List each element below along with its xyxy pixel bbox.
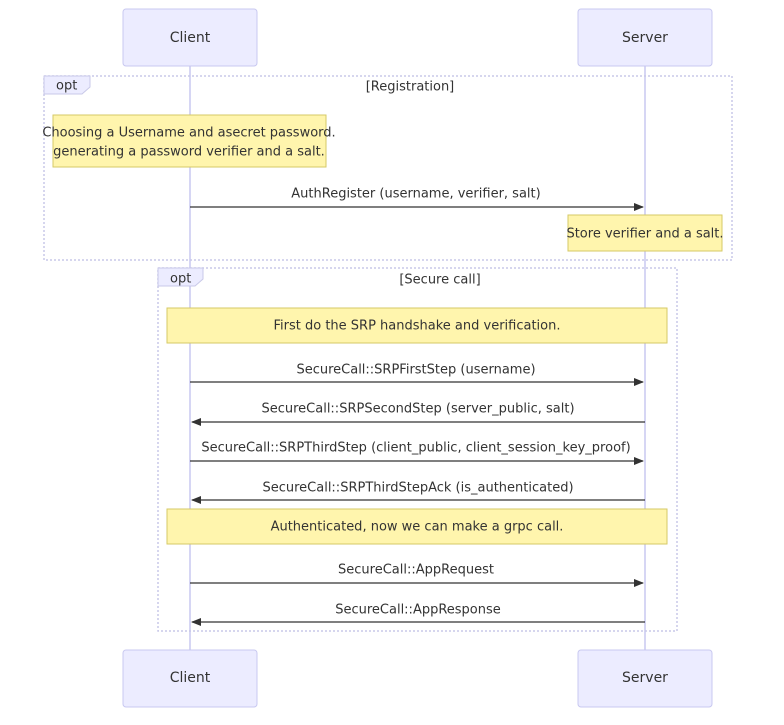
message-srp-second-step: SecureCall::SRPSecondStep (server_public… — [191, 402, 645, 426]
svg-text:Client: Client — [170, 670, 211, 686]
note-registration-server: Store verifier and a salt. — [566, 214, 724, 252]
message-app-request: SecureCall::AppRequest — [190, 563, 644, 587]
group-registration: opt [Registration] — [43, 75, 733, 261]
actor-server-top: Server — [577, 8, 713, 67]
svg-text:Client: Client — [170, 30, 211, 46]
svg-text:generating a password verifier: generating a password verifier and a sal… — [53, 145, 325, 160]
svg-text:AuthRegister (username, verifi: AuthRegister (username, verifier, salt) — [291, 187, 540, 202]
svg-text:Server: Server — [622, 30, 668, 46]
svg-text:SecureCall::SRPFirstStep (user: SecureCall::SRPFirstStep (username) — [296, 363, 535, 378]
note-authenticated: Authenticated, now we can make a grpc ca… — [166, 508, 668, 545]
note-registration-client: Choosing a Username and asecret password… — [42, 114, 336, 168]
group-secure-call-tag: opt — [170, 272, 191, 287]
actor-client-top: Client — [122, 8, 258, 67]
svg-text:SecureCall::AppResponse: SecureCall::AppResponse — [335, 603, 501, 618]
message-srp-third-step: SecureCall::SRPThirdStep (client_public,… — [190, 441, 644, 465]
svg-text:Choosing a Username and asecre: Choosing a Username and asecret password… — [42, 126, 335, 141]
group-secure-call: opt [Secure call] — [157, 267, 678, 632]
message-app-response: SecureCall::AppResponse — [191, 603, 645, 626]
note-srp-handshake: First do the SRP handshake and verificat… — [166, 307, 668, 344]
message-srp-third-step-ack: SecureCall::SRPThirdStepAck (is_authenti… — [191, 481, 645, 504]
group-registration-tag: opt — [56, 79, 77, 94]
actor-client-bottom: Client — [122, 649, 258, 708]
svg-text:Store verifier and a salt.: Store verifier and a salt. — [566, 227, 723, 242]
message-srp-first-step: SecureCall::SRPFirstStep (username) — [190, 363, 644, 386]
svg-text:Authenticated, now we can make: Authenticated, now we can make a grpc ca… — [271, 520, 564, 535]
actor-server-bottom: Server — [577, 649, 713, 708]
svg-text:SecureCall::SRPSecondStep (ser: SecureCall::SRPSecondStep (server_public… — [261, 402, 574, 417]
group-secure-call-label: [Secure call] — [399, 273, 480, 288]
svg-text:First do the SRP handshake and: First do the SRP handshake and verificat… — [274, 319, 561, 334]
message-auth-register: AuthRegister (username, verifier, salt) — [190, 187, 644, 211]
svg-text:SecureCall::SRPThirdStep (clie: SecureCall::SRPThirdStep (client_public,… — [201, 441, 630, 456]
svg-text:SecureCall::SRPThirdStepAck (i: SecureCall::SRPThirdStepAck (is_authenti… — [262, 481, 573, 496]
svg-text:Server: Server — [622, 670, 668, 686]
svg-text:SecureCall::AppRequest: SecureCall::AppRequest — [338, 563, 494, 578]
group-registration-label: [Registration] — [366, 80, 455, 95]
